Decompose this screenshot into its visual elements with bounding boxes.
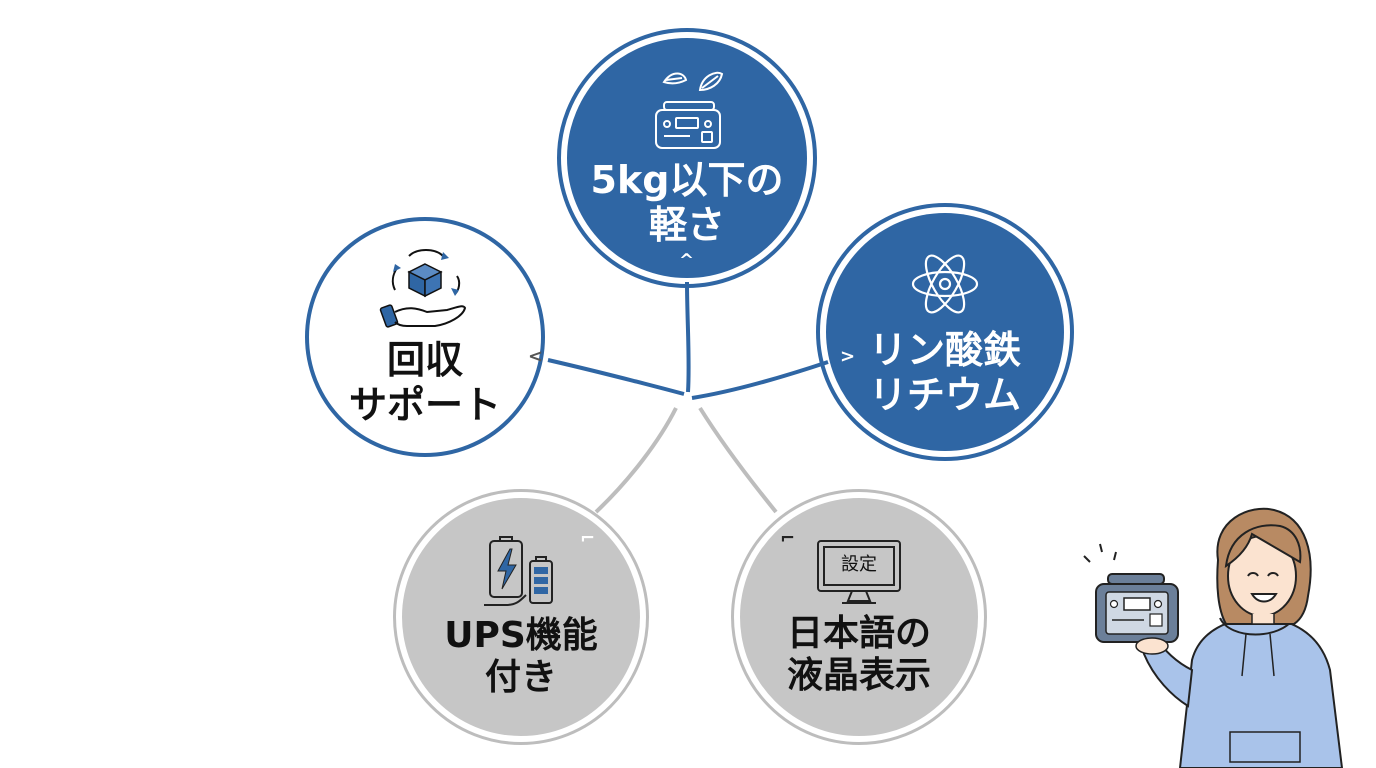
node-light: 5kg以下の 軽さ xyxy=(567,38,807,278)
node-jp: 設定 日本語の 液晶表示 xyxy=(740,498,978,736)
caret-up-icon: ^ xyxy=(679,250,695,271)
connector-bottom-left xyxy=(594,407,678,514)
node-lfp: リン酸鉄 リチウム xyxy=(826,213,1064,451)
node-lfp-line1: リン酸鉄 xyxy=(868,328,1021,373)
node-recycle-line1: 回収 xyxy=(386,338,463,383)
node-recycle: 回収 サポート xyxy=(305,217,545,457)
caret-left-icon: < xyxy=(528,346,544,367)
portable-power-station-feather-icon xyxy=(655,72,724,150)
connector-right xyxy=(691,360,829,400)
atom-icon xyxy=(911,254,979,314)
node-jp-line1: 日本語の xyxy=(786,612,931,654)
node-light-line1: 5kg以下の xyxy=(590,158,784,203)
connector-bottom-right xyxy=(698,406,778,514)
caret-right-icon: > xyxy=(840,346,856,367)
node-ups-line1: UPS機能 xyxy=(444,614,598,656)
connector-left xyxy=(547,358,685,396)
node-jp-line2: 液晶表示 xyxy=(786,655,931,696)
caret-corner-icon: ⌐ xyxy=(580,528,596,549)
node-recycle-line2: サポート xyxy=(348,383,501,427)
person-with-power-station-illustration xyxy=(1083,507,1344,768)
battery-charge-icon xyxy=(484,535,553,606)
monitor-text: 設定 xyxy=(841,553,877,575)
node-lfp-line2: リチウム xyxy=(868,373,1021,417)
node-ups: UPS機能 付き xyxy=(402,498,640,736)
connector-top xyxy=(685,281,691,393)
caret-corner-icon-2: ⌐ xyxy=(780,528,796,549)
node-ups-line2: 付き xyxy=(484,657,557,698)
hand-box-recycle-icon xyxy=(379,249,467,328)
node-light-line2: 軽さ xyxy=(648,203,725,247)
monitor-settings-icon: 設定 xyxy=(814,537,904,607)
